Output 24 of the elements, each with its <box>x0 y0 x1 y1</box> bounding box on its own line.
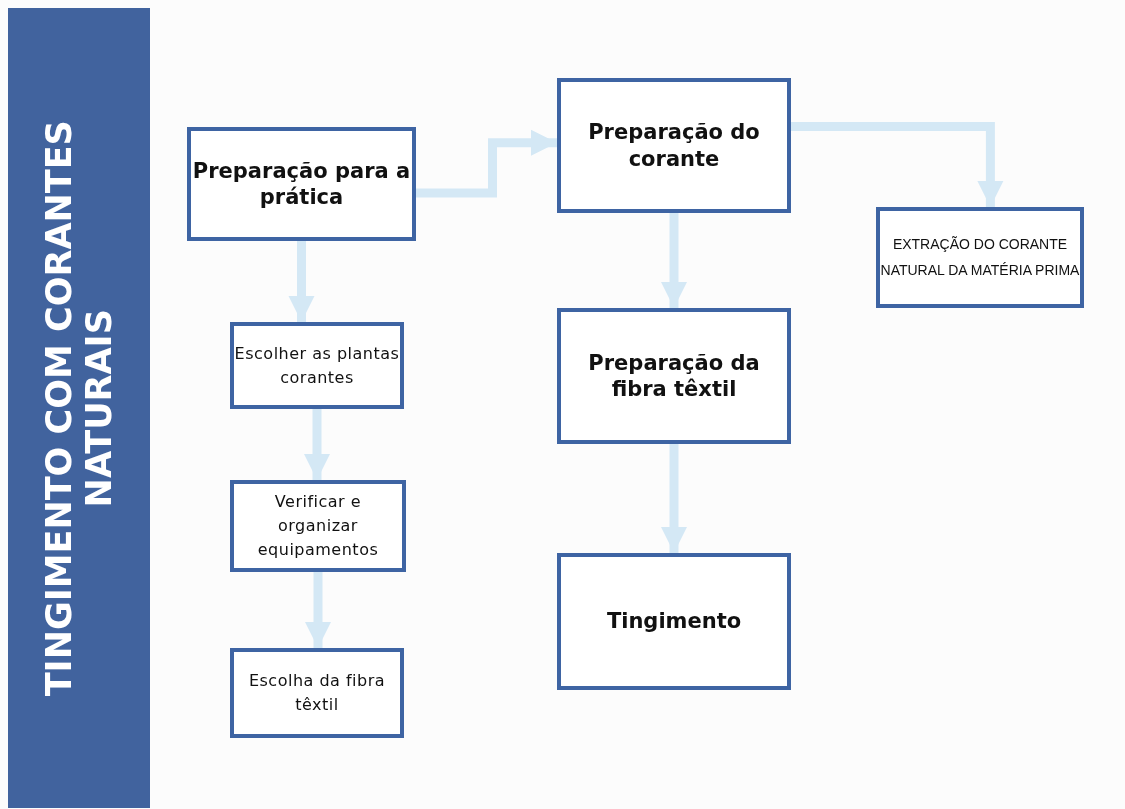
arrow <box>304 409 330 480</box>
step-label: Preparação do corante <box>587 119 761 172</box>
step-label: Tingimento <box>606 608 742 635</box>
step-label: Escolha da fibra têxtil <box>247 670 387 716</box>
arrow <box>416 129 557 198</box>
process-box <box>557 78 791 213</box>
step-label: Preparação da fibra têxtil <box>587 349 761 403</box>
title: TINGIMENTO COM CORANTES NATURAIS <box>38 119 120 699</box>
step-label: EXTRAÇÃO DO CORANTE NATURAL DA MATÉRIA PRIMA <box>880 234 1080 280</box>
arrow <box>288 241 315 322</box>
process-box <box>187 127 416 241</box>
process-box <box>230 648 404 738</box>
process-box <box>876 207 1084 308</box>
arrow <box>791 122 1004 207</box>
step-label: Escolher as plantas corantes <box>234 342 400 389</box>
step-label: Verificar e organizar equipamentos <box>256 491 380 561</box>
process-box <box>230 480 406 572</box>
arrow <box>661 444 687 553</box>
process-box <box>230 322 404 409</box>
process-box <box>557 308 791 444</box>
process-box <box>557 553 791 690</box>
arrow <box>661 213 687 308</box>
step-label: Preparação para a prática <box>191 157 412 211</box>
arrow <box>305 572 331 648</box>
